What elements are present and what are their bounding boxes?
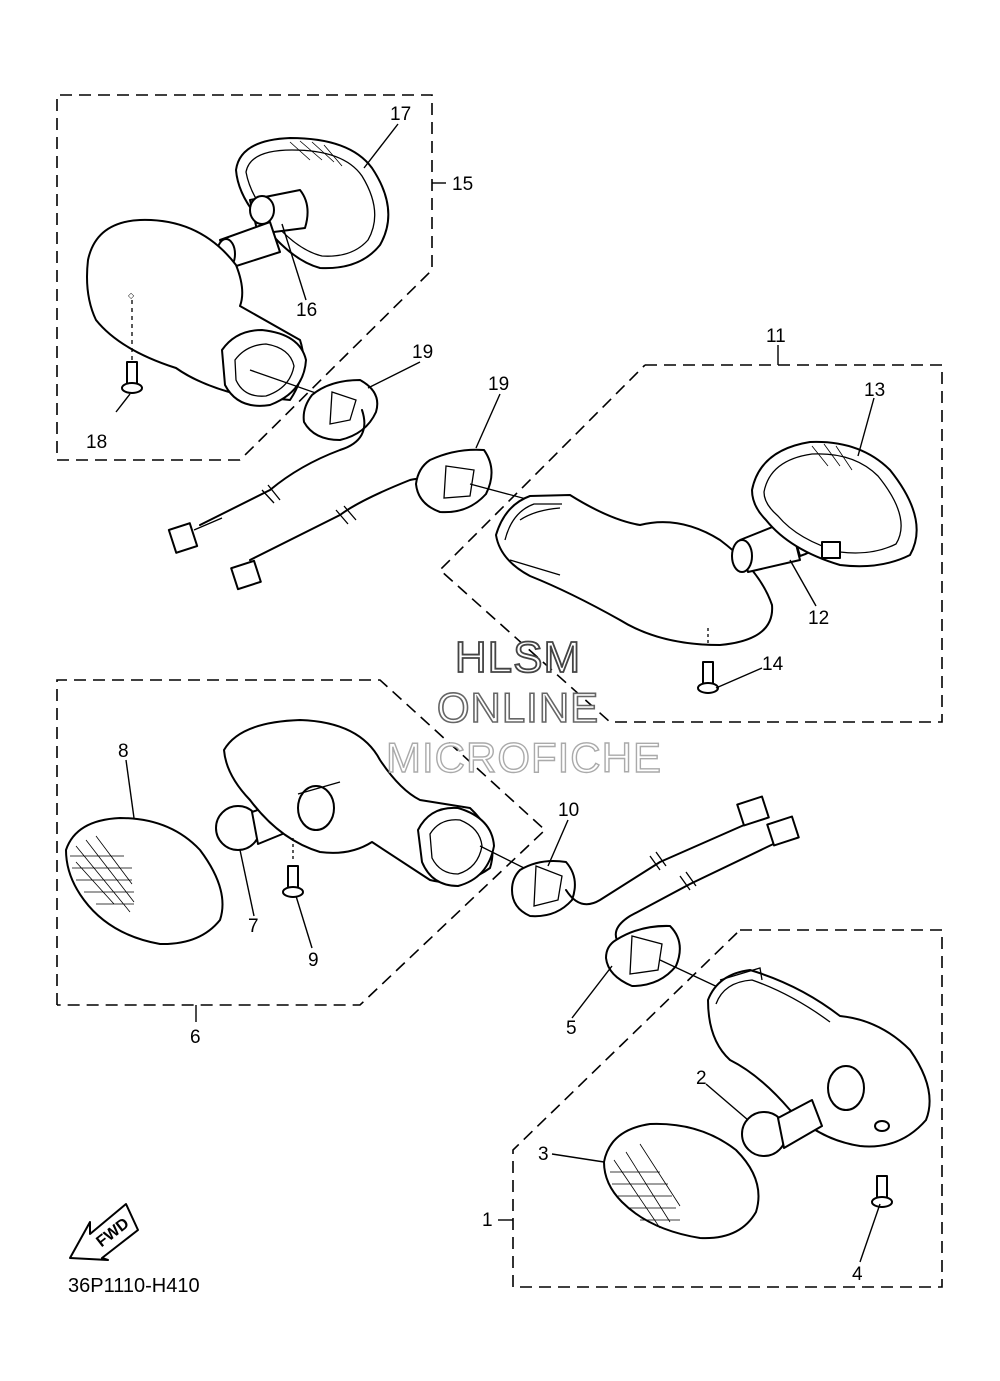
label-6: 6 [190, 1027, 201, 1048]
label-12: 12 [808, 608, 829, 629]
label-7: 7 [248, 916, 259, 937]
assembly-6-front-left-flasher [56, 679, 770, 1006]
label-5: 5 [566, 1018, 577, 1039]
label-1: 1 [482, 1210, 493, 1231]
label-11: 11 [766, 326, 786, 347]
label-14: 14 [762, 654, 784, 675]
assembly-11-front-right-flasher [230, 364, 943, 723]
label-17: 17 [390, 104, 411, 125]
svg-text:◇: ◇ [128, 291, 135, 300]
label-13: 13 [864, 380, 885, 401]
label-18: 18 [86, 432, 107, 453]
assembly-1-rear-right-flasher [512, 815, 943, 1288]
label-2: 2 [696, 1068, 707, 1089]
label-19-upper: 19 [412, 342, 433, 363]
drawing-code: 36P1110-H410 [68, 1275, 200, 1297]
watermark: HLSM ONLINE MICROFICHE [385, 632, 662, 782]
label-10: 10 [558, 800, 579, 821]
forward-arrow-icon: FWD [69, 1203, 139, 1261]
watermark-line2: ONLINE [437, 684, 599, 731]
watermark-line3: MICROFICHE [386, 734, 662, 781]
part-labels: 17 15 16 18 19 19 11 13 12 14 8 7 9 10 6… [86, 104, 885, 1285]
label-9: 9 [308, 950, 319, 971]
leader-lines [115, 123, 881, 1263]
label-4: 4 [852, 1264, 863, 1285]
label-16: 16 [296, 300, 317, 321]
label-8: 8 [118, 741, 129, 762]
label-3: 3 [538, 1144, 549, 1165]
assembly-15-rear-left-flasher: ◇ [56, 94, 433, 554]
label-19-lower: 19 [488, 374, 509, 395]
watermark-line1: HLSM [455, 633, 581, 682]
label-15: 15 [452, 174, 473, 195]
